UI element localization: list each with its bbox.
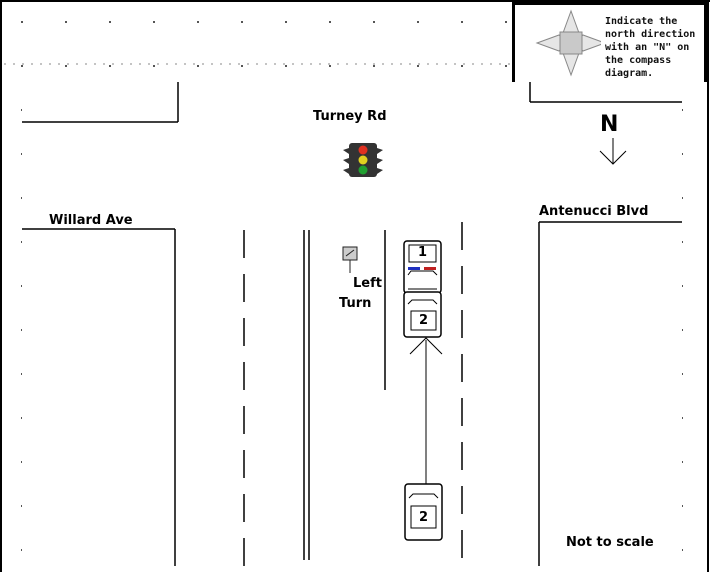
vehicle-2-upper-number: 2 — [418, 313, 429, 328]
street-label-willard-ave: Willard Ave — [49, 213, 133, 228]
vehicle-2-lower — [404, 483, 443, 541]
compass-panel: Indicate the north direction with an "N"… — [512, 2, 707, 82]
vehicle-2-upper — [403, 291, 442, 338]
vehicle-2-lower-number: 2 — [418, 510, 429, 525]
street-label-turney-rd: Turney Rd — [313, 109, 387, 124]
compass-instruction: Indicate the north direction with an "N"… — [605, 16, 696, 79]
left-turn-label-line2: Turn — [339, 296, 372, 311]
vehicle-1 — [403, 240, 442, 294]
left-turn-signal-icon — [342, 246, 358, 273]
north-label: N — [600, 112, 619, 137]
travel-path-arrow — [409, 337, 443, 486]
north-arrow-icon — [599, 138, 627, 165]
compass-rose-icon[interactable] — [521, 5, 601, 81]
traffic-light-icon — [343, 143, 383, 177]
vehicle-1-number: 1 — [417, 245, 428, 260]
left-turn-label-line1: Left — [353, 276, 382, 291]
street-label-antenucci-blvd: Antenucci Blvd — [539, 204, 649, 219]
scale-note: Not to scale — [566, 535, 654, 550]
